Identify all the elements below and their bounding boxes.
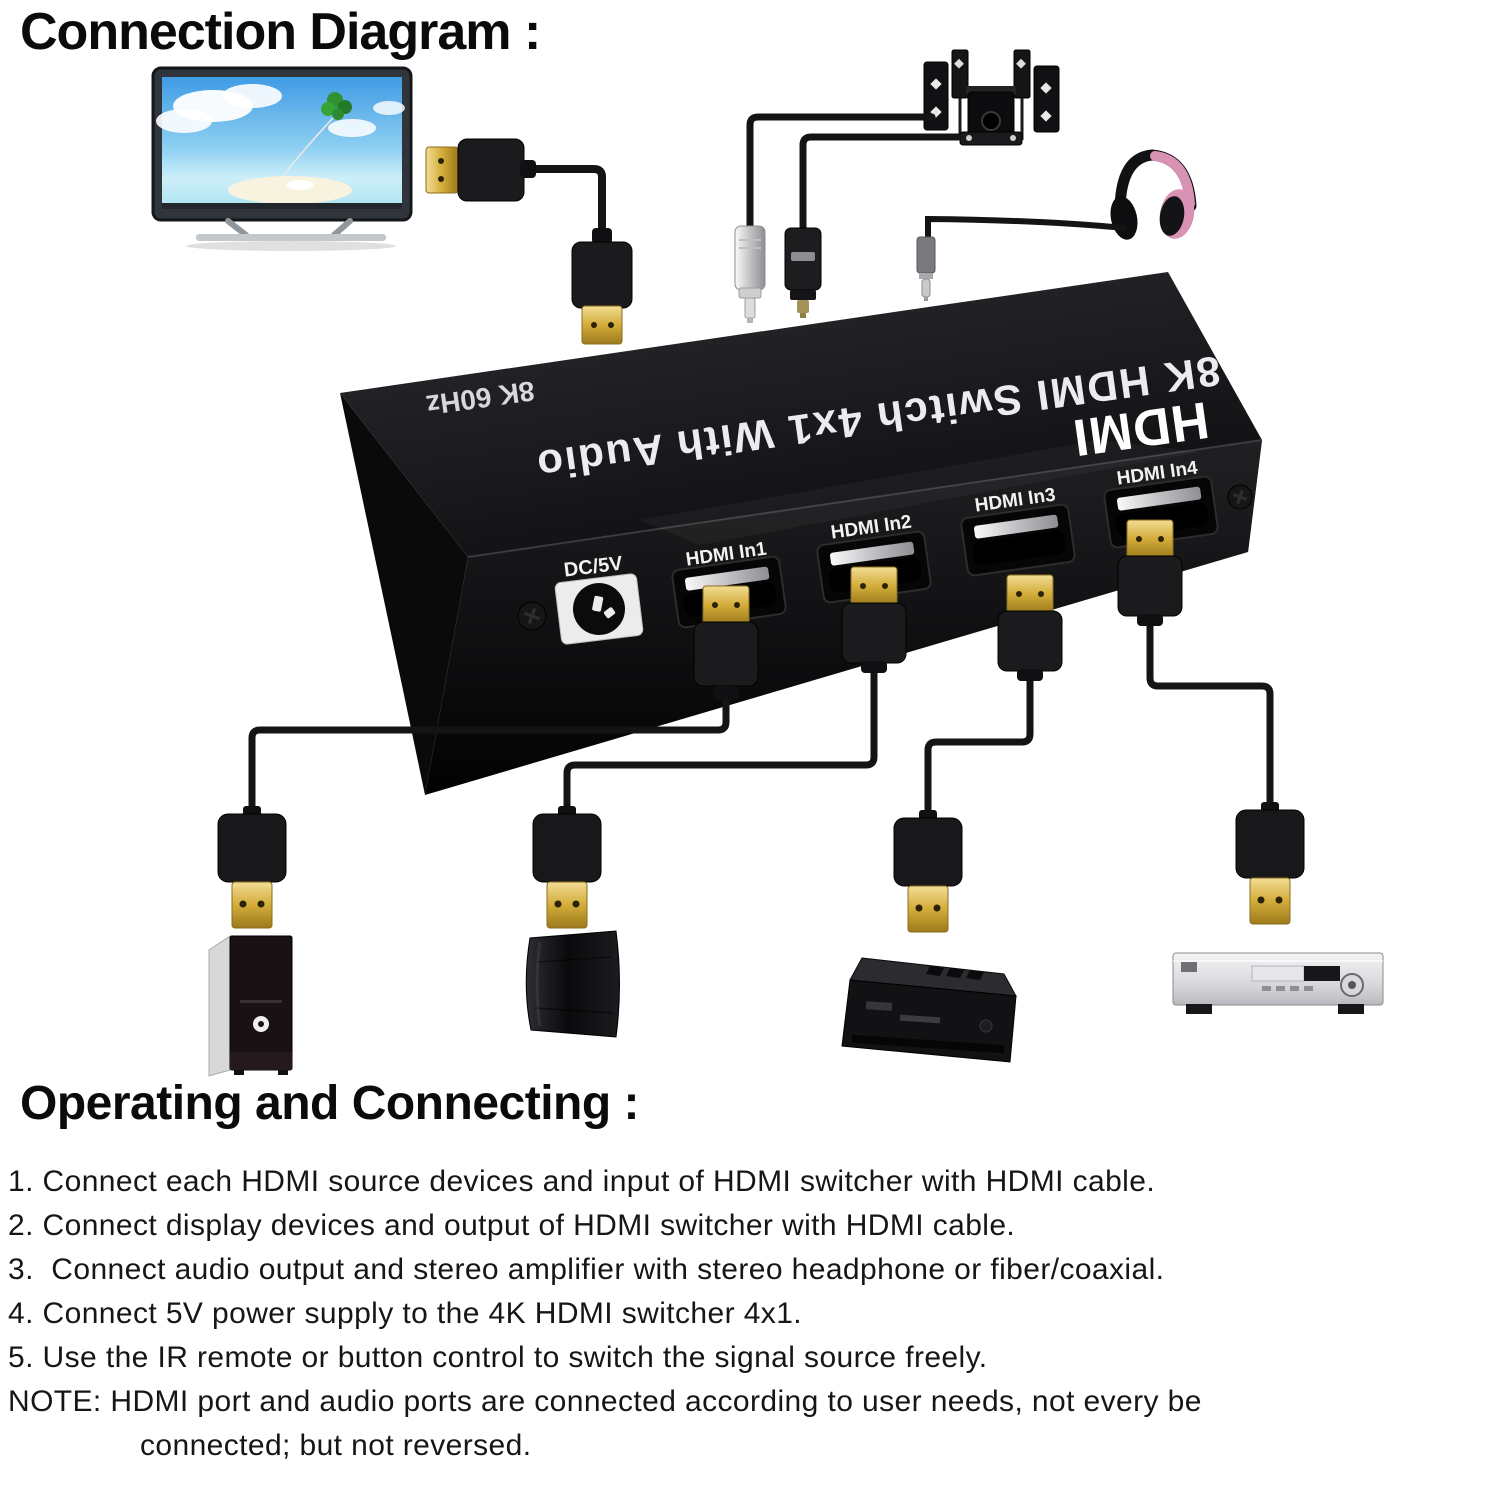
note-line-2: connected; but not reversed. <box>140 1429 532 1462</box>
hdmi-plug-in2 <box>841 566 907 673</box>
game-console-icon <box>525 930 620 1038</box>
pc-tower-icon <box>208 935 293 1077</box>
hdmi-plug-in3 <box>997 574 1063 681</box>
palm-kite-icon <box>279 92 352 181</box>
hdmi-port-in3 <box>960 503 1076 577</box>
power-jack <box>554 573 644 645</box>
instruction-step-3: 3. Connect audio output and stereo ampli… <box>8 1253 1165 1286</box>
screw-icon <box>1227 484 1253 510</box>
headphones-icon <box>925 149 1197 240</box>
audio-jack-icon <box>916 236 936 301</box>
tv-icon <box>151 66 413 251</box>
switch-top-face <box>340 272 1262 557</box>
instruction-step-4: 4. Connect 5V power supply to the 4K HDM… <box>8 1297 803 1330</box>
dvd-player-icon <box>1172 952 1384 1014</box>
hdmi-cable-icon <box>425 138 633 345</box>
hdmi-plug-in4 <box>1117 519 1183 626</box>
instruction-step-1: 1. Connect each HDMI source devices and … <box>8 1165 1156 1198</box>
hdmi-switch-device: 8K HDMI Switch 4x1 With Audio 8K 60Hz HD… <box>340 272 1263 795</box>
connection-diagram: 8K HDMI Switch 4x1 With Audio 8K 60Hz HD… <box>151 49 1384 1077</box>
instructions-list: 1. Connect each HDMI source devices and … <box>8 1166 1490 1474</box>
optical-toslink-plug-icon <box>784 133 962 318</box>
hdmi-plug-source3 <box>893 810 963 933</box>
hdmi-plug-in1 <box>693 585 759 700</box>
instruction-step-2: 2. Connect display devices and output of… <box>8 1209 1016 1242</box>
input-cables <box>248 622 1274 820</box>
section-heading: Operating and Connecting : <box>20 1077 640 1130</box>
hdmi-plug-source4 <box>1235 802 1305 925</box>
screw-icon <box>517 601 547 631</box>
page-title: Connection Diagram : <box>20 3 541 61</box>
hdmi-plug-source2 <box>532 806 602 929</box>
note-line-1: NOTE: HDMI port and audio ports are conn… <box>8 1385 1202 1418</box>
switch-left-face <box>340 393 468 795</box>
set-top-box-icon <box>841 957 1017 1063</box>
instruction-step-5: 5. Use the IR remote or button control t… <box>8 1341 988 1374</box>
speaker-system-icon <box>923 49 1060 146</box>
hdmi-plug-source1 <box>217 806 287 929</box>
coaxial-cable-icon <box>734 113 936 323</box>
